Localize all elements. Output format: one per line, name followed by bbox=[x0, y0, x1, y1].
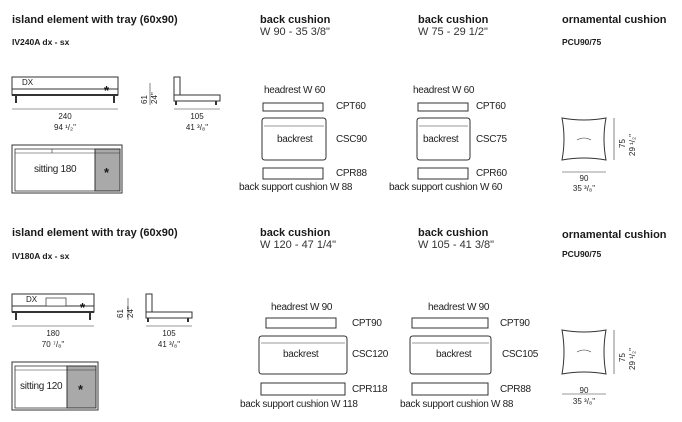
ornamental-title: ornamental cushion bbox=[562, 14, 667, 26]
support-code: CPR60 bbox=[476, 168, 507, 179]
depth-cm: 105 bbox=[190, 112, 204, 121]
cushion-a-title: back cushion bbox=[260, 14, 331, 26]
cushion-b-size: W 75 - 29 1/2" bbox=[418, 26, 488, 38]
cushion-b-size: W 105 - 41 3/8" bbox=[418, 239, 495, 251]
headrest-code: CPT90 bbox=[352, 318, 382, 329]
ornamental-cushion-row2 bbox=[561, 329, 615, 395]
cushion-set-b-row2 bbox=[409, 317, 492, 396]
cushion-a-size: W 120 - 47 1/4" bbox=[260, 239, 337, 251]
cushion-a-size: W 90 - 35 3/8" bbox=[260, 26, 330, 38]
backrest-label: backrest bbox=[277, 134, 313, 145]
cushion-set-b-row1 bbox=[416, 102, 471, 180]
support-label: back support cushion W 88 bbox=[400, 399, 514, 410]
island-front-view-240 bbox=[11, 76, 119, 110]
island-code: IV240A dx - sx bbox=[12, 37, 70, 47]
island-title: island element with tray (60x90) bbox=[12, 227, 178, 239]
headrest-code: CPT90 bbox=[500, 318, 530, 329]
backrest-code: CSC120 bbox=[352, 349, 388, 360]
ornamental-height-cm: 75 bbox=[618, 353, 627, 362]
support-label: back support cushion W 60 bbox=[389, 182, 503, 193]
width-in: 94 ¹/₂" bbox=[54, 123, 76, 132]
ornamental-height-in: 29 ¹/₂" bbox=[628, 348, 637, 370]
ornamental-width-in: 35 ³/₈" bbox=[572, 184, 596, 193]
ornamental-code: PCU90/75 bbox=[562, 37, 602, 47]
star-marker: * bbox=[104, 83, 110, 98]
depth-in: 41 ³/₈" bbox=[157, 340, 181, 349]
depth-in: 41 ³/₈" bbox=[185, 123, 209, 132]
headrest-label: headrest W 60 bbox=[413, 85, 475, 96]
dx-label: DX bbox=[22, 78, 34, 87]
ornamental-code: PCU90/75 bbox=[562, 249, 602, 259]
headrest-code: CPT60 bbox=[336, 101, 366, 112]
cushion-a-title: back cushion bbox=[260, 227, 331, 239]
star-marker: * bbox=[80, 300, 86, 315]
headrest-code: CPT60 bbox=[476, 101, 506, 112]
ornamental-title: ornamental cushion bbox=[562, 229, 667, 241]
island-code: IV180A dx - sx bbox=[12, 251, 70, 261]
island-top-view-180 bbox=[11, 361, 99, 411]
sitting-label: sitting 180 bbox=[34, 164, 77, 175]
cushion-set-a-row2 bbox=[258, 317, 348, 396]
backrest-label: backrest bbox=[436, 349, 472, 360]
width-cm: 240 bbox=[58, 112, 72, 121]
height-cm: 61 bbox=[116, 309, 125, 318]
support-label: back support cushion W 118 bbox=[240, 399, 358, 410]
backrest-label: backrest bbox=[283, 349, 319, 360]
island-side-view-240 bbox=[149, 76, 221, 110]
backrest-code: CSC75 bbox=[476, 134, 507, 145]
cushion-b-title: back cushion bbox=[418, 227, 489, 239]
sitting-label: sitting 120 bbox=[20, 381, 63, 392]
support-label: back support cushion W 88 bbox=[239, 182, 353, 193]
island-front-view-180 bbox=[11, 293, 95, 327]
height-in: 24" bbox=[126, 306, 135, 318]
island-top-view-240 bbox=[11, 144, 123, 194]
island-title: island element with tray (60x90) bbox=[12, 14, 178, 26]
dx-label: DX bbox=[26, 295, 38, 304]
support-code: CPR118 bbox=[352, 384, 388, 395]
star-marker-top: * bbox=[78, 382, 84, 397]
support-code: CPR88 bbox=[336, 168, 367, 179]
backrest-label: backrest bbox=[423, 134, 459, 145]
ornamental-width-in: 35 ³/₈" bbox=[572, 397, 596, 406]
ornamental-height-in: 29 ¹/₂" bbox=[628, 134, 637, 156]
headrest-label: headrest W 90 bbox=[428, 302, 490, 313]
cushion-set-a-row1 bbox=[261, 102, 327, 180]
headrest-label: headrest W 90 bbox=[271, 302, 333, 313]
ornamental-height-cm: 75 bbox=[618, 139, 627, 148]
width-in: 70 ⁷/₈" bbox=[41, 340, 65, 349]
island-side-view-180 bbox=[127, 293, 193, 327]
cushion-b-title: back cushion bbox=[418, 14, 489, 26]
width-cm: 180 bbox=[46, 329, 60, 338]
backrest-code: CSC90 bbox=[336, 134, 367, 145]
backrest-code: CSC105 bbox=[502, 349, 538, 360]
height-cm: 61 bbox=[140, 95, 149, 104]
headrest-label: headrest W 60 bbox=[264, 85, 326, 96]
ornamental-width-cm: 90 bbox=[579, 386, 589, 395]
depth-cm: 105 bbox=[162, 329, 176, 338]
height-in: 24" bbox=[150, 92, 159, 104]
support-code: CPR88 bbox=[500, 384, 531, 395]
ornamental-cushion-row1 bbox=[561, 117, 615, 173]
star-marker-top: * bbox=[104, 165, 110, 180]
ornamental-width-cm: 90 bbox=[579, 174, 589, 183]
